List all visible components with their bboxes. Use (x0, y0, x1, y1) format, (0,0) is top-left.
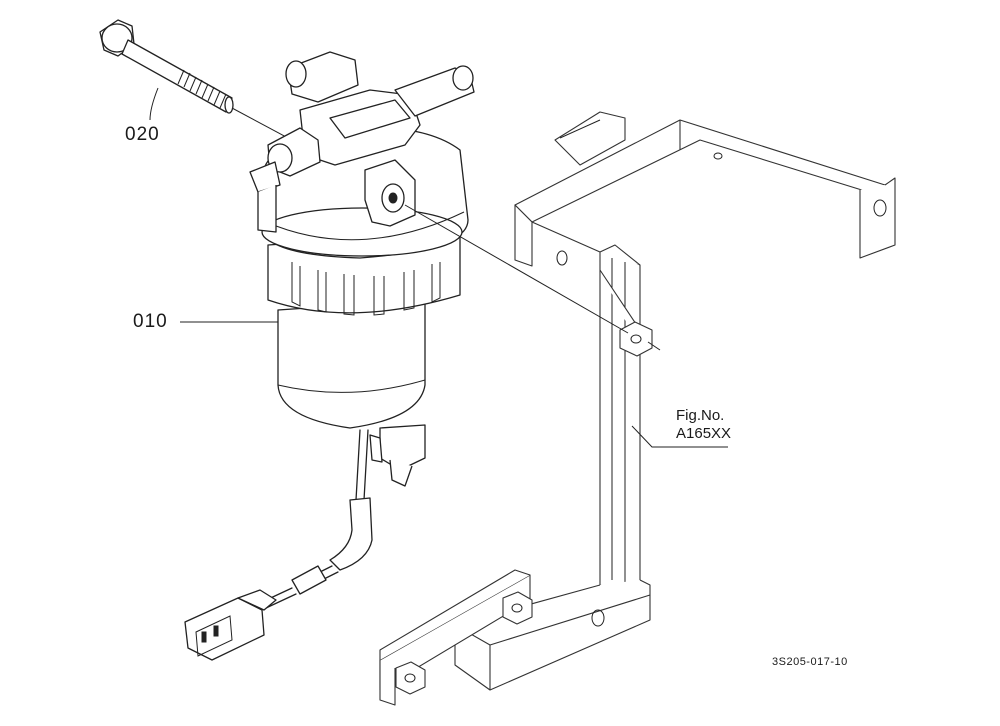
fuel-filter-part-010 (184, 51, 661, 661)
figure-reference-label: Fig.No. (676, 407, 725, 424)
mounting-bracket (379, 111, 896, 706)
bolt-part-020 (99, 19, 401, 199)
figure-reference-number: A165XX (676, 425, 732, 442)
callout-020: 020 (125, 124, 160, 145)
figure-reference: Fig.No. A165XX (676, 407, 731, 443)
drawing-number: 3S205-017-10 (772, 656, 848, 668)
leader-line-figref (631, 425, 728, 448)
callout-010: 010 (133, 311, 168, 332)
